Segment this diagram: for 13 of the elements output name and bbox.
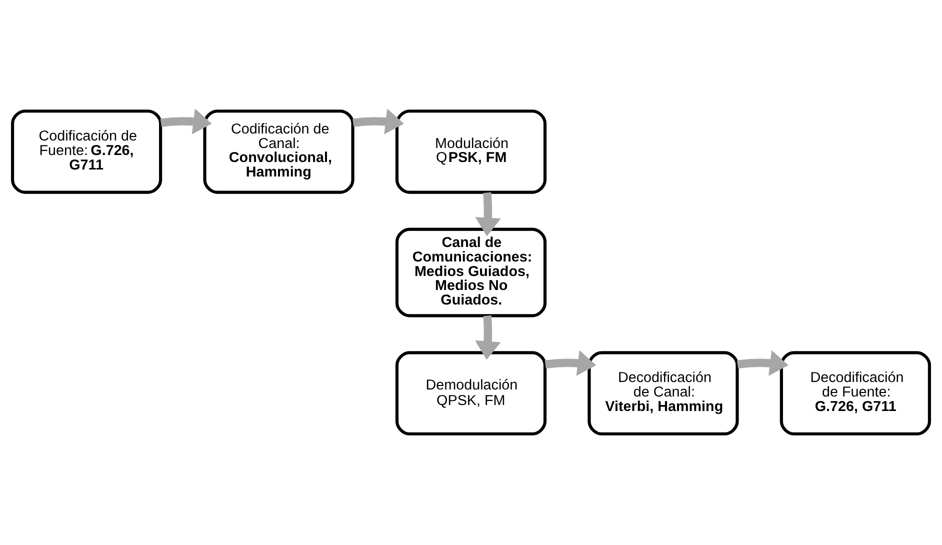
node-box: Canal de Comunicaciones: Medios Guiados, Medios No Guiados.	[395, 228, 547, 318]
arrow	[737, 350, 788, 376]
arrow	[352, 108, 404, 134]
node-box: Modulación QPSK, FM	[395, 110, 547, 194]
arrow	[475, 192, 501, 236]
node-box: Demodulación QPSK, FM	[395, 351, 547, 436]
node-box: Codificación de Fuente: G.726, G711	[11, 110, 162, 194]
arrow	[544, 350, 596, 376]
node-box: Decodificación de Fuente: G.726, G711	[780, 351, 931, 436]
arrow	[160, 108, 212, 134]
node-box: Decodificación de Canal: Viterbi, Hamming	[588, 351, 739, 436]
node-box: Codificación de Canal: Convolucional, Hamming	[203, 110, 354, 194]
arrow	[475, 315, 501, 360]
